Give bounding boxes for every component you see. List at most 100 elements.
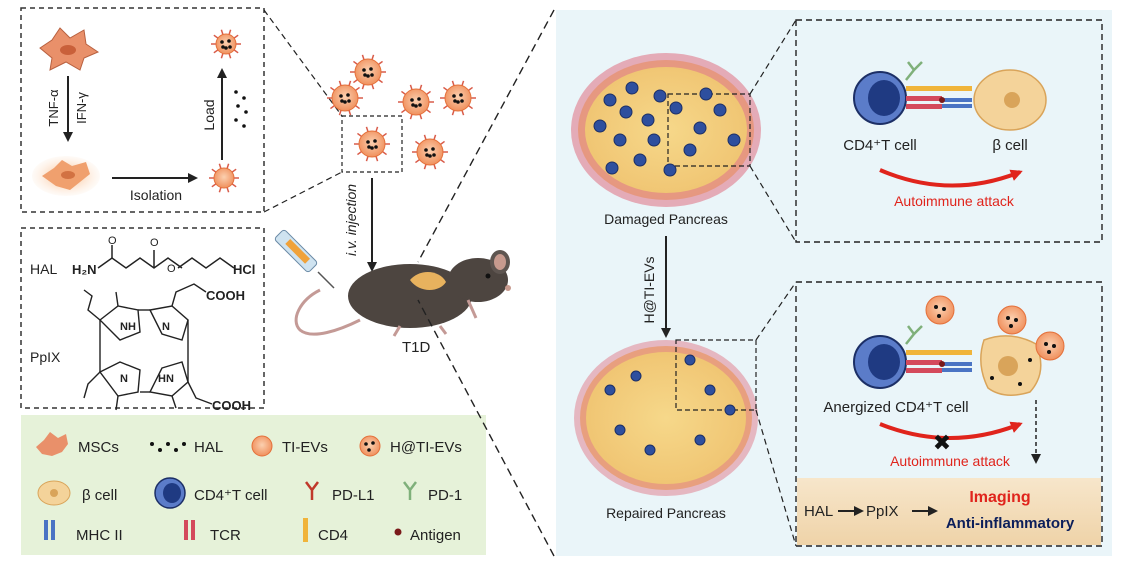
h-ti-ev-beta-icons [997,305,1065,361]
svg-text:O: O [150,237,159,249]
chemical-structures-box: HAL H₂N O O O HCl PpIX NH N [20,227,265,413]
svg-text:N: N [120,373,128,385]
tnf-alpha-label: TNF-α [46,89,61,127]
hal-label: HAL [30,261,57,277]
isolation-label: Isolation [130,187,182,203]
h-ti-ev-icon [440,80,476,116]
immune-cell-marker [693,121,707,135]
svg-text:HN: HN [158,373,174,385]
block-icon: ✖ [933,431,951,456]
h-ti-ev-icon [398,84,434,120]
svg-text:NH: NH [120,321,136,333]
zoom-line-top [417,9,555,263]
immune-cell-marker [713,103,727,117]
mouse-illustration [294,250,511,337]
immune-cell-marker [683,143,697,157]
immune-cell-marker [724,404,736,416]
h-ti-ev-icon [354,126,390,162]
flow-ppix-label: PpIX [866,503,899,520]
repaired-pancreas-icon [574,340,758,496]
legend-pd-1-icon [403,481,417,500]
legend-pd-l1-icon [305,481,319,500]
legend-mhc-ii-label: MHC II [76,527,123,544]
flow-hal-label: HAL [804,503,833,520]
cooh-top: COOH [206,288,245,303]
svg-text:N: N [162,321,170,333]
legend-mhc-ii-icon [44,520,55,540]
immune-cell-marker [684,354,696,366]
tcr-mhc-complex-icon [906,86,972,109]
ti-ev-icon [209,163,239,193]
hal-amine: H₂N [72,262,97,277]
legend-tcr-label: TCR [210,527,241,544]
cd4-t-cell-icon [853,71,907,125]
pd-1-receptor-icon [905,61,923,81]
legend-antigen-icon [394,528,402,536]
legend-cd4-label: CD4 [318,527,348,544]
immune-cell-marker [614,424,626,436]
legend-hal-icon [150,442,186,452]
anergized-label: Anergized CD4⁺T cell [823,399,968,416]
immune-cell-marker [604,384,616,396]
ev-production-box: TNF-α IFN-γ Isolation Load [20,7,265,213]
h-ti-ev-icon [211,29,241,59]
h-ti-ev-icon [327,80,363,116]
syringe-icon [274,229,335,289]
legend-ti-ev-label: TI-EVs [282,439,328,456]
svg-text:O: O [167,263,176,275]
msc-cell-icon [39,27,100,71]
cooh-bottom: COOH [212,398,251,413]
repaired-pancreas-label: Repaired Pancreas [606,505,726,521]
legend-pd-1-label: PD-1 [428,487,462,504]
legend-antigen-label: Antigen [410,527,461,544]
load-label: Load [201,99,217,130]
anergized-t-cell-icon [853,335,907,389]
immune-cell-marker [663,163,677,177]
legend-beta-cell-label: β cell [82,487,117,504]
injection-label: i.v. injection [343,184,359,256]
legend-msc-label: MSCs [78,439,119,456]
ifn-gamma-label: IFN-γ [74,92,89,124]
hal-dots-icon [234,90,248,128]
cd4-t-cell-label: CD4⁺T cell [843,137,917,154]
tcr-mhc-complex-bottom-icon [906,350,972,373]
legend: MSCs HAL TI-EVs H@TI-EVs β cell CD4⁺T ce… [21,415,486,555]
immune-cell-marker [704,384,716,396]
attack-label-top: Autoimmune attack [894,193,1015,209]
mouse-label: T1D [402,339,431,356]
attack-label-bottom: Autoimmune attack [890,453,1011,469]
zoom-line-bottom [417,299,555,557]
legend-msc-icon [36,432,68,456]
ppix-structure [83,283,213,411]
legend-h-ti-ev-icon [359,435,381,457]
immune-cell-marker [653,89,667,103]
repaired-zoom-box [675,339,757,411]
svg-text:O: O [108,235,117,247]
legend-cd4-t-cell-icon [154,477,186,509]
immune-cell-marker [727,133,741,147]
legend-pd-l1-label: PD-L1 [332,487,375,504]
immune-cell-marker [625,81,639,95]
imaging-label: Imaging [969,489,1030,506]
immune-cell-marker [593,119,607,133]
immune-cell-marker [630,370,642,382]
protected-beta-cell-icon [980,335,1042,396]
immune-cell-marker [613,133,627,147]
ppix-label: PpIX [30,349,61,365]
immune-cell-marker [694,434,706,446]
immune-cell-marker [647,133,661,147]
immune-cell-marker [644,444,656,456]
beta-cell-label: β cell [992,137,1027,154]
ev-particles [209,29,476,193]
treatment-label: H@TI-EVs [641,256,657,323]
h-ti-ev-icon [412,134,448,170]
islet-cell-markers [593,81,741,456]
attack-arrow [879,168,1023,188]
legend-tcr-icon [184,520,195,540]
immune-cell-marker [641,113,655,127]
anti-inflammatory-label: Anti-inflammatory [946,515,1075,532]
legend-cd4-icon [303,518,308,542]
beta-cell-icon [973,69,1047,131]
h-ti-ev-bound-icon [925,295,955,325]
